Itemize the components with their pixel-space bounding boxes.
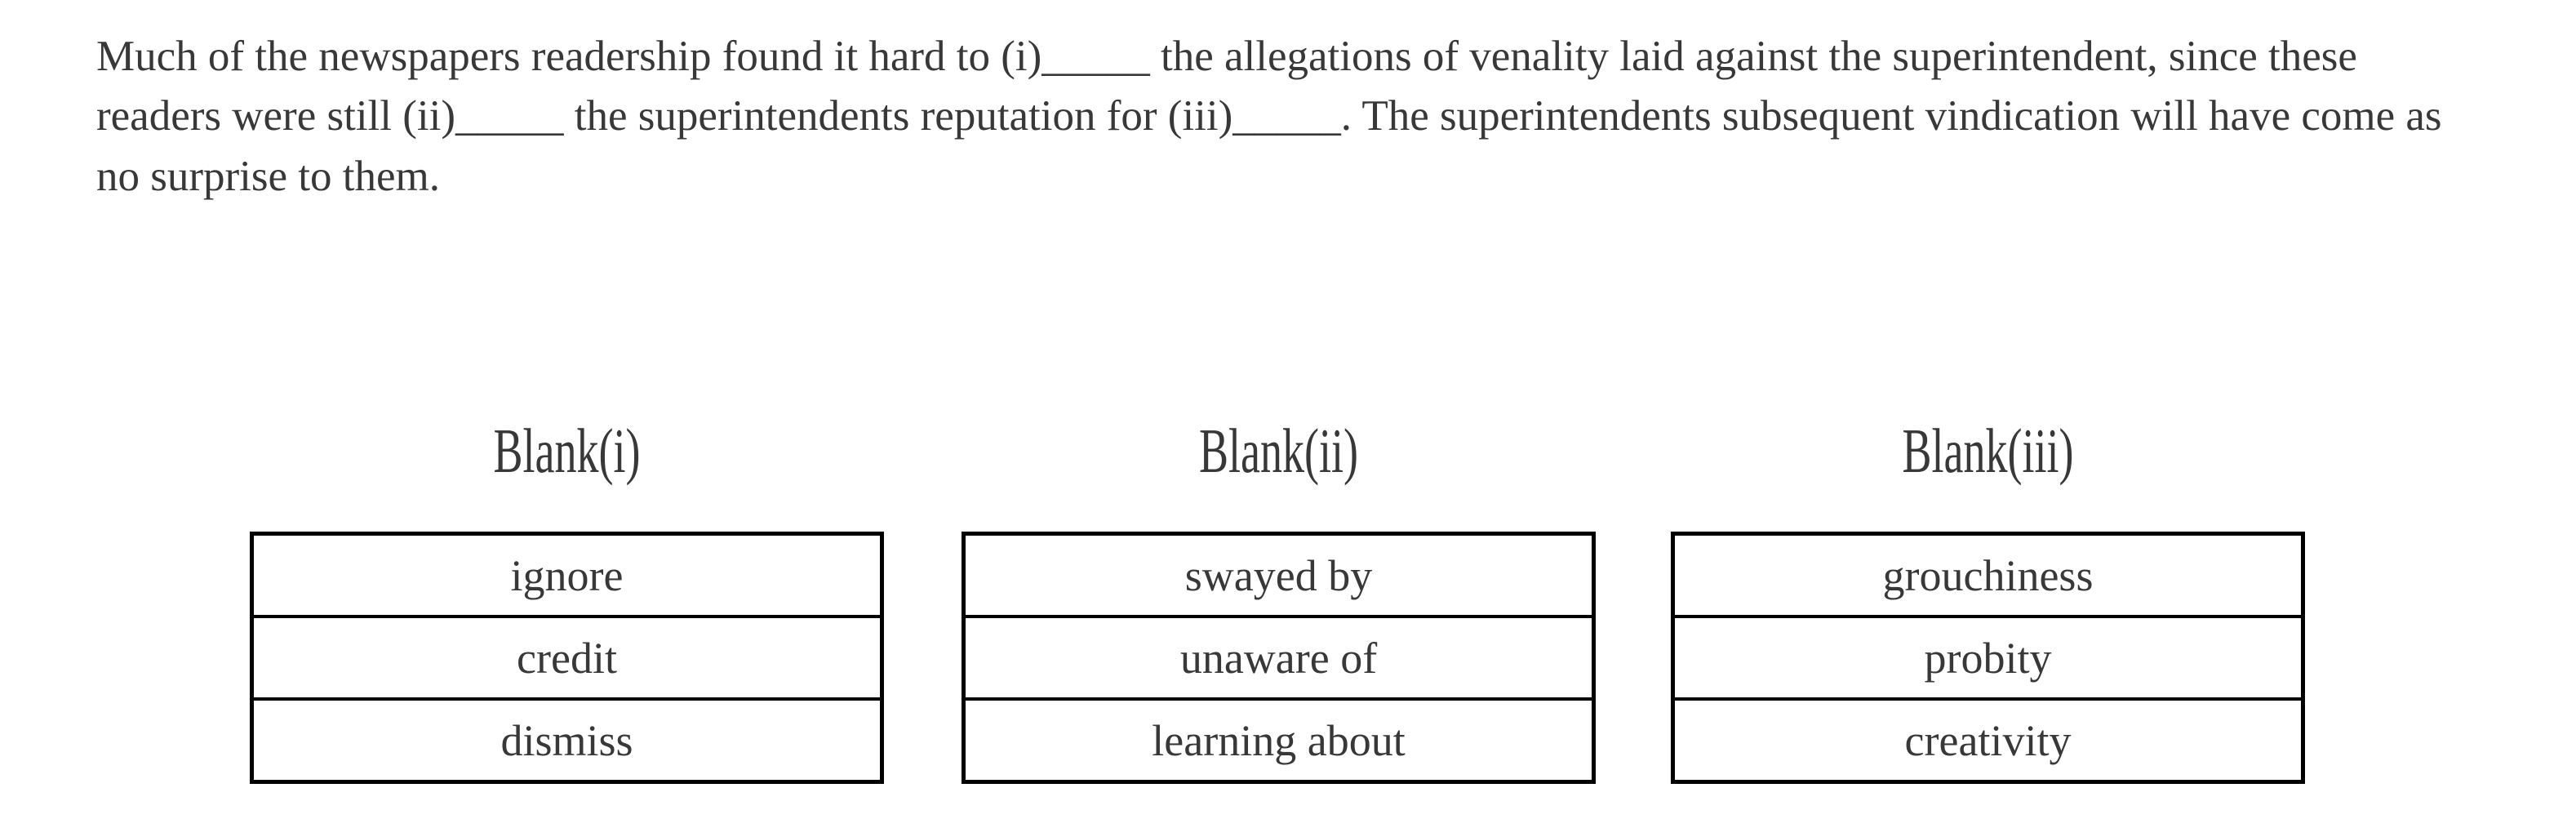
question-passage: Much of the newspapers readership found … — [96, 27, 2442, 207]
option-blank-i-ignore[interactable]: ignore — [510, 550, 624, 600]
passage-line-2: readers were still (ii)_____ the superin… — [96, 92, 2442, 140]
option-blank-i-credit[interactable]: credit — [254, 615, 880, 697]
blank-i-options-table: ignore credit dismiss — [250, 532, 884, 784]
option-blank-iii-grouchiness[interactable]: grouchiness — [1882, 550, 2094, 600]
blank-ii-header: Blank(ii) — [1199, 416, 1358, 487]
option-blank-iii-probity[interactable]: probity — [1675, 615, 2301, 697]
passage-line-1: Much of the newspapers readership found … — [96, 33, 2357, 80]
option-blank-iii-creativity[interactable]: creativity — [1675, 697, 2301, 780]
blank-i-header: Blank(i) — [493, 416, 641, 487]
blank-iii-header: Blank(iii) — [1902, 416, 2074, 487]
passage-line-3: no surprise to them. — [96, 152, 440, 200]
blank-iii-options-table: grouchiness probity creativity — [1671, 532, 2305, 784]
option-blank-ii-swayed-by[interactable]: swayed by — [1184, 550, 1373, 600]
option-blank-ii-learning-about[interactable]: learning about — [966, 697, 1592, 780]
blank-ii-options-table: swayed by unaware of learning about — [962, 532, 1596, 784]
option-blank-i-dismiss[interactable]: dismiss — [254, 697, 880, 780]
option-blank-ii-unaware-of[interactable]: unaware of — [966, 615, 1592, 697]
